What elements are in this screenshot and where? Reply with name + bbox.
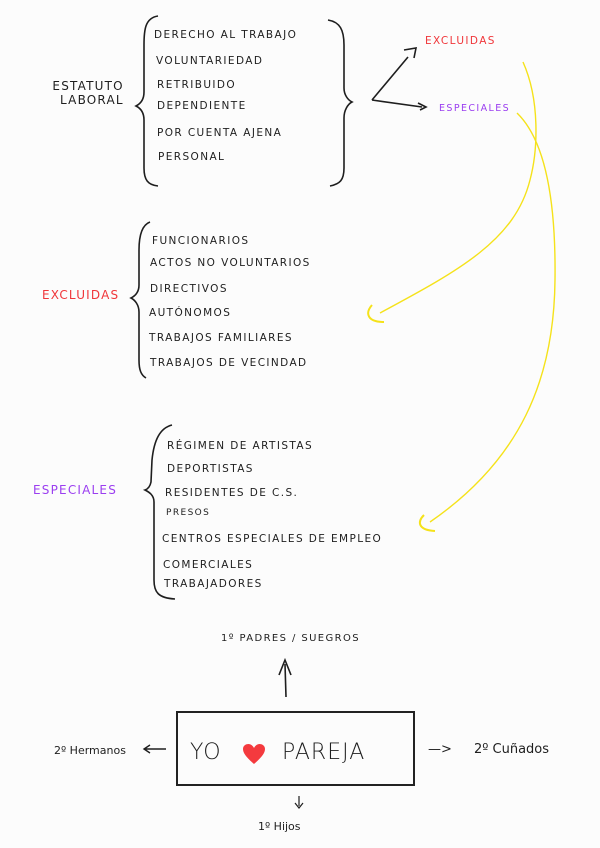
excluidas-item: Directivos xyxy=(150,283,228,295)
arrow-left xyxy=(142,744,166,754)
excluidas-item: Trabajos familiares xyxy=(149,332,293,344)
brace-especiales xyxy=(142,424,176,600)
especiales-item: Trabajadores xyxy=(164,578,263,590)
especiales-item: Centros especiales de empleo xyxy=(162,533,383,545)
couple-yo: Yo xyxy=(190,740,222,765)
family-left-label: 2º Hermanos xyxy=(54,744,126,757)
excluidas-item: Autónomos xyxy=(149,307,232,319)
brace-excluidas xyxy=(129,221,151,379)
excluidas-item: Trabajos de vecindad xyxy=(150,357,308,369)
estatuto-item: Retribuido xyxy=(157,79,237,91)
especiales-item: Deportistas xyxy=(167,463,254,475)
especiales-item: Comerciales xyxy=(163,559,254,571)
excluidas-item: Funcionarios xyxy=(152,235,250,247)
arrow-down xyxy=(294,796,304,809)
family-right-arrow: —> xyxy=(428,742,452,757)
family-right-label: 2º Cuñados xyxy=(474,742,550,757)
especiales-title: Especiales xyxy=(33,483,118,497)
connector-excluidas xyxy=(379,61,537,314)
branch-especiales: Especiales xyxy=(439,103,511,114)
estatuto-title: Estatuto Laboral xyxy=(46,79,124,108)
estatuto-title-line1: Estatuto xyxy=(52,79,124,93)
estatuto-title-line2: Laboral xyxy=(60,92,124,107)
right-brace-estatuto xyxy=(327,19,354,187)
heart-icon xyxy=(243,744,265,764)
connector-especiales-head xyxy=(418,514,436,532)
estatuto-item: Dependiente xyxy=(157,100,247,112)
estatuto-item: Personal xyxy=(158,151,226,163)
branch-excluidas: Excluidas xyxy=(425,35,496,47)
couple-box: Yo Pareja xyxy=(176,711,415,786)
couple-pareja: Pareja xyxy=(282,740,366,765)
estatuto-item: Voluntariedad xyxy=(156,55,264,67)
arrow-to-excluidas xyxy=(371,47,418,101)
left-brace-estatuto xyxy=(134,15,159,187)
especiales-item: Presos xyxy=(166,508,211,518)
especiales-item: Régimen de artistas xyxy=(167,440,314,452)
arrow-up xyxy=(278,657,292,698)
especiales-item: Residentes de C.S. xyxy=(165,487,299,499)
connector-especiales xyxy=(429,112,556,523)
arrow-to-especiales xyxy=(371,99,428,111)
excluidas-title: Excluidas xyxy=(42,288,120,302)
connector-excluidas-head xyxy=(367,304,385,323)
estatuto-item: Derecho al trabajo xyxy=(154,29,298,41)
family-down-label: 1º Hijos xyxy=(258,820,301,833)
excluidas-item: Actos no voluntarios xyxy=(150,257,311,269)
family-up-label: 1º Padres / Suegros xyxy=(221,633,361,644)
estatuto-item: Por cuenta ajena xyxy=(157,127,283,139)
